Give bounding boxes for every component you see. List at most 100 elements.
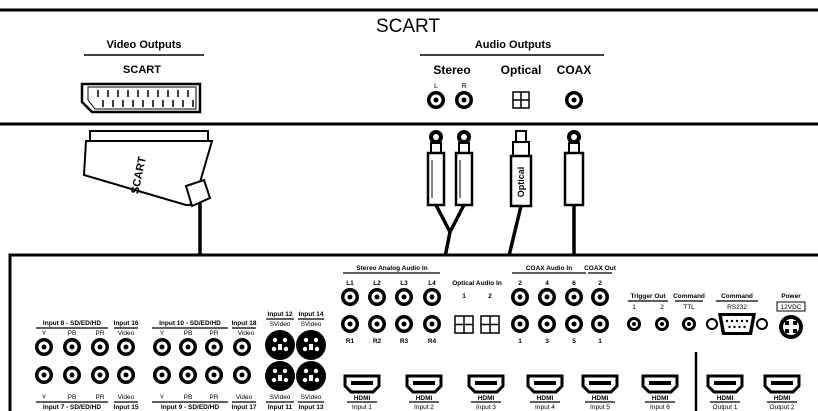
hdmi-port-5-label: Input 5 [590,404,610,411]
stereo-right-2-label: R2 [373,338,382,345]
coax-in-top-2-label: 4 [545,280,549,287]
input9-2-label: PR [209,394,218,401]
input9-jack-2 [205,366,223,384]
input8-0-label: Y [42,330,47,337]
stereo-left-1-jack [341,288,359,306]
input15-sub: Video [118,394,135,401]
coax-label: COAX [557,63,592,77]
hdmi-port-6: HDMI Input 6 [641,374,679,411]
coax-in-top-1-label: 2 [518,280,522,287]
hdmi-port-6-type: HDMI [652,395,669,402]
stereo-label: Stereo [433,63,470,77]
input7-0-label: Y [42,394,47,401]
optical-label: Optical [501,63,542,77]
optical-in-2-port [480,315,500,334]
hdmi-port-8-type: HDMI [774,395,791,402]
power-sub: 12VDC [781,304,802,311]
coax-audio-in-heading: COAX Audio In [526,265,572,272]
stereo-right-4-jack [423,315,441,333]
command-ttl-sub: TTL [683,304,695,311]
coax-out-heading: COAX Out [584,265,617,272]
hdmi-port-6-label: Input 6 [650,404,670,411]
coax-in-bottom-3-jack [565,315,583,333]
coax-in-top-1-jack [511,288,529,306]
coax-in-top-3-label: 6 [572,280,576,287]
input18-video-jack [233,338,251,356]
hdmi-port-4: HDMI Input 4 [526,374,564,411]
coax-out-1-jack [591,315,609,333]
input17-sub: Video [236,394,253,401]
stereo-right-1-label: R1 [346,338,355,345]
input12-svideo-jack [265,330,295,360]
hdmi-port-4-type: HDMI [537,395,554,402]
command-rs232-heading: Command [721,293,753,300]
hdmi-port-5-type: HDMI [592,395,609,402]
trigger-1-label: 1 [632,304,636,311]
optical-in-2-label: 2 [488,293,492,300]
optical-in-1-port [454,315,474,334]
input16-video-jack [117,338,135,356]
input7-jack-0 [35,366,53,384]
input13-sub: SVideo [301,394,322,401]
command-ttl-jack [682,317,696,331]
hdmi-port-2-type: HDMI [416,395,433,402]
input10-0-label: Y [160,330,165,337]
stereo-left-1-label: L1 [346,280,354,287]
input17-footer: Input 17 [232,404,257,411]
input10-1-label: PB [184,330,193,337]
trigger-out-heading: Trigger Out [630,293,666,300]
command-rs232-sub: RS232 [727,304,747,311]
input9-jack-0 [153,366,171,384]
stereo-right-4-label: R4 [428,338,437,345]
stereo-right-3-jack [395,315,413,333]
input7-jack-1 [63,366,81,384]
stereo-left-jack [427,91,445,109]
optical-in-1-label: 1 [462,293,466,300]
input7-2-label: PR [95,394,104,401]
stereo-left-3-label: L3 [400,280,408,287]
trigger-2-label: 2 [660,304,664,311]
coax-in-bottom-2-label: 3 [545,338,549,345]
left-label: L [434,83,438,90]
input10-heading: Input 10 - SD/ED/HD [159,320,221,327]
power-jack [779,315,803,339]
input14-sub: SVideo [301,321,322,328]
coax-out-jack [565,91,583,109]
input10-jack-0 [153,338,171,356]
optical-plug-label: Optical [516,167,526,198]
input16-sub: Video [118,330,135,337]
stereo-left-4-jack [423,288,441,306]
input7-footer: Input 7 - SD/ED/HD [43,404,101,411]
coax-in-top-2-jack [538,288,556,306]
source-title: SCART [376,16,440,37]
input11-sub: SVideo [270,394,291,401]
input12-sub: SVideo [270,321,291,328]
hdmi-port-1-type: HDMI [354,395,371,402]
stereo-left-4-label: L4 [428,280,436,287]
stereo-left-2-jack [368,288,386,306]
command-ttl-heading: Command [673,293,705,300]
input8-jack-0 [35,338,53,356]
coax-out-1-label: 1 [598,338,602,345]
input9-footer: Input 9 - SD/ED/HD [161,404,219,411]
power-heading: Power [781,293,801,300]
input8-heading: Input 8 - SD/ED/HD [43,320,101,327]
hdmi-port-5: HDMI Input 5 [581,374,619,411]
input10-jack-1 [179,338,197,356]
trigger-2-jack [655,317,669,331]
stereo-analog-heading: Stereo Analog Audio In [356,265,427,272]
coax-in-bottom-2-jack [538,315,556,333]
video-scart-label: SCART [123,64,161,76]
input8-jack-2 [91,338,109,356]
coax-in-top-3-jack [565,288,583,306]
hdmi-port-4-label: Input 4 [535,404,555,411]
stereo-right-2-jack [368,315,386,333]
scart-port [80,82,202,114]
scart-plug: SCART [82,130,214,208]
